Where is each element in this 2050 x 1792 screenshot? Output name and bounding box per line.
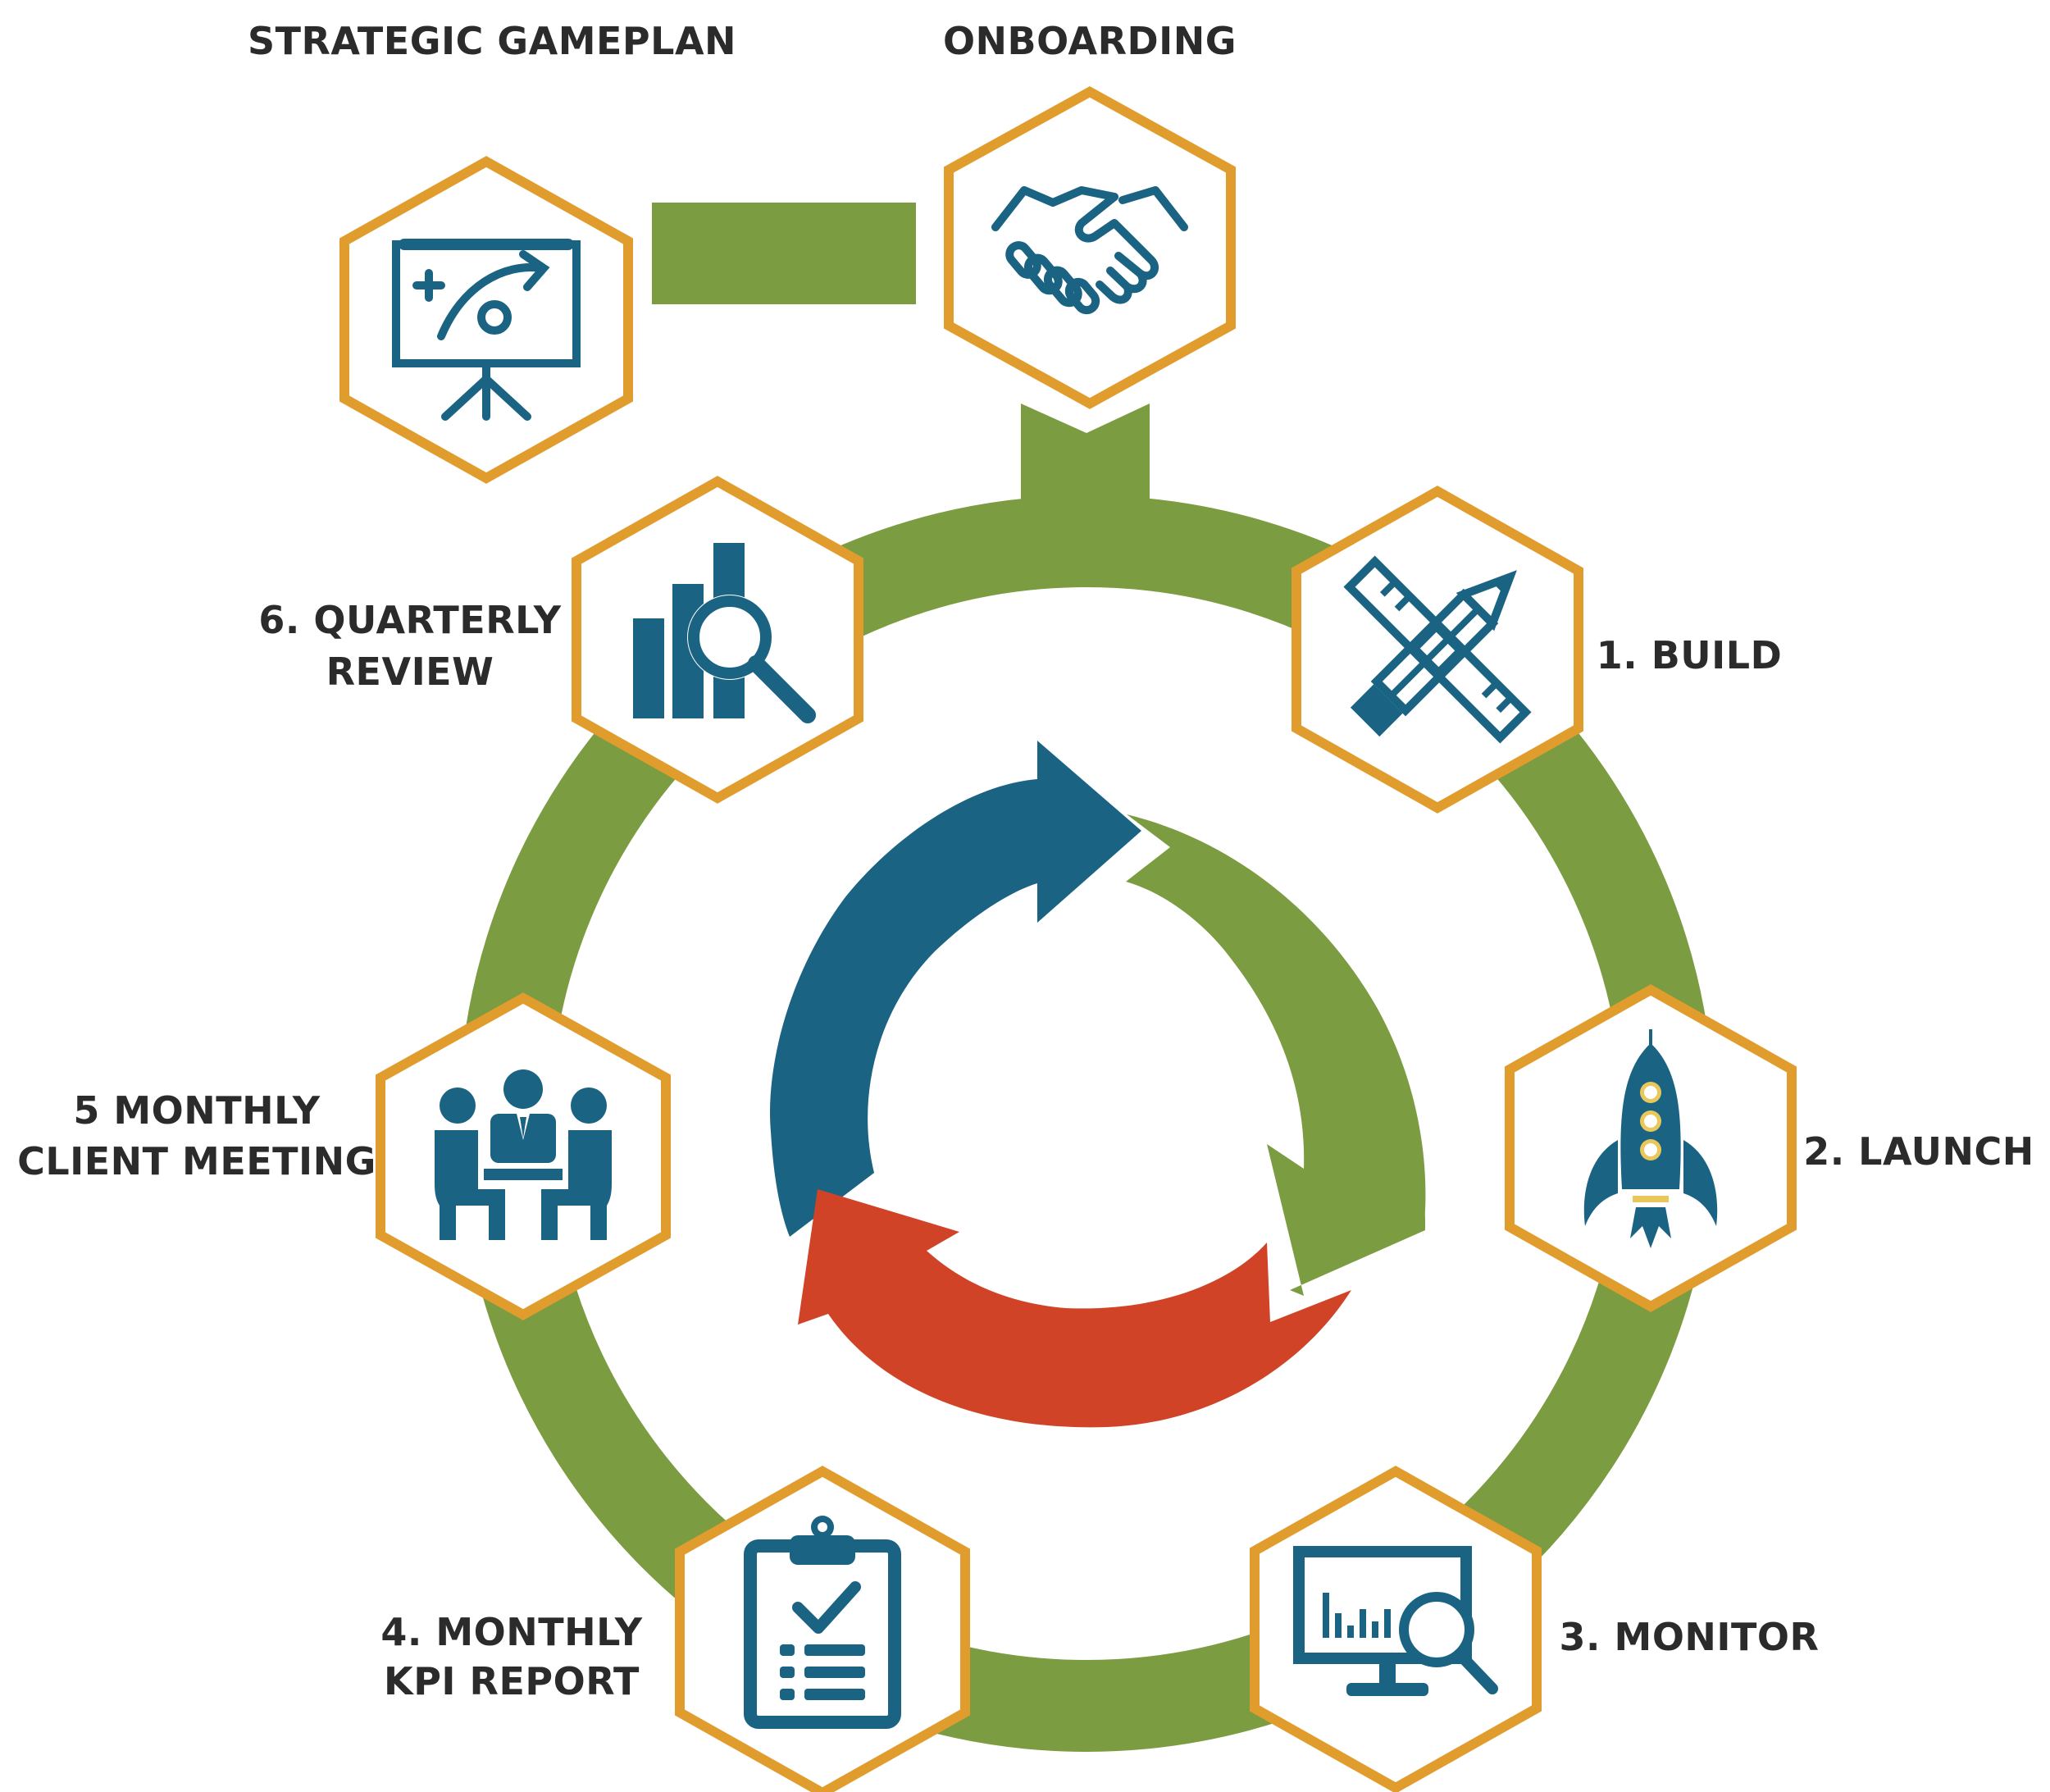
handshake-icon [991,186,1188,315]
chart-magnifier-icon [633,543,816,723]
hex-quarterly-review [572,476,863,804]
label-quarterly-review-line2: REVIEW [326,650,494,694]
rocket-icon [1583,1029,1718,1248]
label-client-meeting-line1: 5 MONTHLY [73,1088,320,1133]
hex-client-meeting [376,992,671,1320]
arrow-green [1126,814,1426,1296]
hex-build [1292,486,1583,814]
label-onboarding: ONBOARDING [943,19,1237,63]
label-build: 1. BUILD [1597,633,1783,677]
connector-notch [1021,404,1150,525]
hex-onboarding [944,86,1236,409]
label-quarterly-review-line1: 6. QUARTERLY [258,598,561,642]
monitor-analytics-icon [1293,1546,1498,1696]
label-monitor: 3. MONITOR [1560,1615,1820,1659]
label-kpi-report-line1: 4. MONTHLY [380,1610,642,1654]
connector-bar [652,203,916,304]
hex-kpi-report [675,1466,970,1792]
presentation-strategy-icon [392,239,581,421]
hex-strategic-gameplan [339,156,633,484]
meeting-people-icon [435,1069,612,1240]
pencil-ruler-icon [1343,555,1532,744]
label-client-meeting-line2: CLIENT MEETING [17,1139,376,1183]
hex-monitor [1250,1466,1542,1792]
hex-launch [1505,984,1797,1312]
label-kpi-report-line2: KPI REPORT [384,1659,640,1703]
arrow-red [798,1189,1351,1428]
label-strategic-gameplan: STRATEGIC GAMEPLAN [248,19,736,63]
label-launch: 2. LAUNCH [1803,1129,2034,1174]
arrow-blue [770,741,1141,1237]
central-cycle-arrows [770,741,1426,1428]
clipboard-checklist-icon [744,1516,901,1729]
